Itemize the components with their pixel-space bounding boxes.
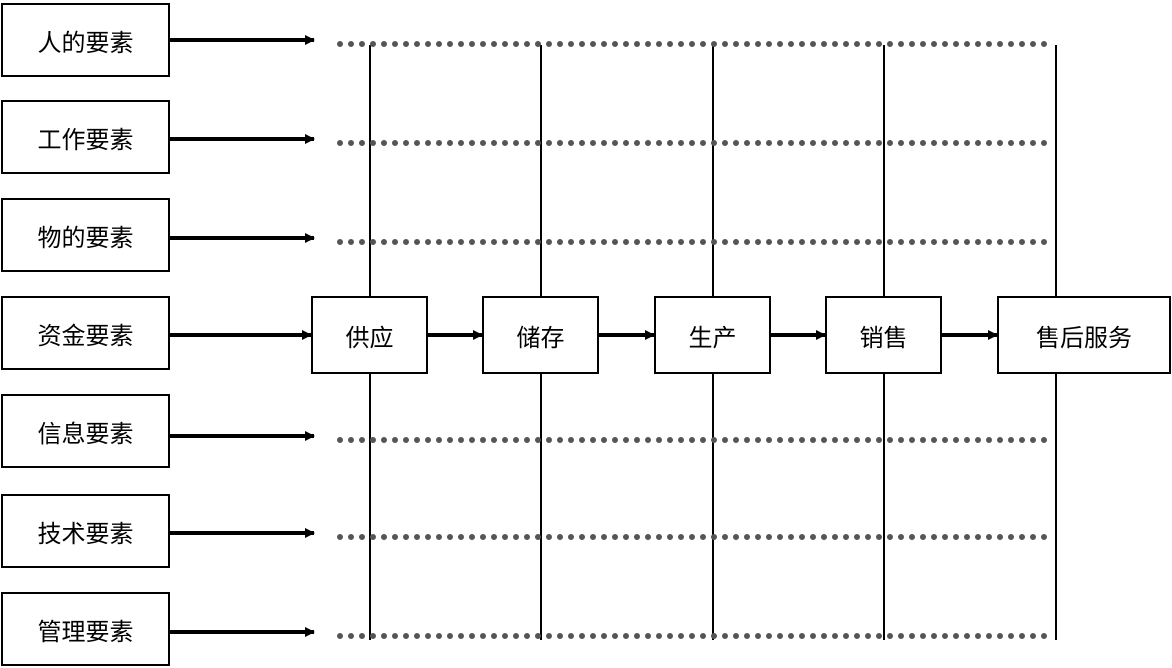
factor-label: 技术要素	[37, 519, 134, 548]
factor-label: 人的要素	[37, 28, 134, 57]
factor-label: 管理要素	[37, 617, 134, 646]
factor-box-information: 信息要素	[1, 394, 170, 468]
stage-label: 生产	[688, 323, 737, 352]
factor-box-management: 管理要素	[1, 592, 170, 666]
stage-label: 销售	[859, 323, 908, 352]
factor-label: 资金要素	[37, 321, 134, 350]
factor-label: 信息要素	[37, 419, 134, 448]
stage-label: 储存	[516, 323, 565, 352]
factor-box-material: 物的要素	[1, 198, 170, 272]
stage-box-production: 生产	[654, 296, 771, 374]
stage-box-sales: 销售	[825, 296, 942, 374]
stage-label: 售后服务	[1036, 323, 1132, 352]
stage-label: 供应	[345, 323, 394, 352]
factor-label: 物的要素	[37, 223, 134, 252]
factor-box-people: 人的要素	[1, 3, 170, 77]
factor-box-capital: 资金要素	[1, 296, 170, 370]
stage-box-storage: 储存	[482, 296, 599, 374]
stage-box-after-sales-service: 售后服务	[997, 296, 1171, 374]
factor-label: 工作要素	[37, 125, 134, 154]
stage-box-supply: 供应	[311, 296, 428, 374]
factor-box-work: 工作要素	[1, 100, 170, 174]
factor-box-technology: 技术要素	[1, 494, 170, 568]
